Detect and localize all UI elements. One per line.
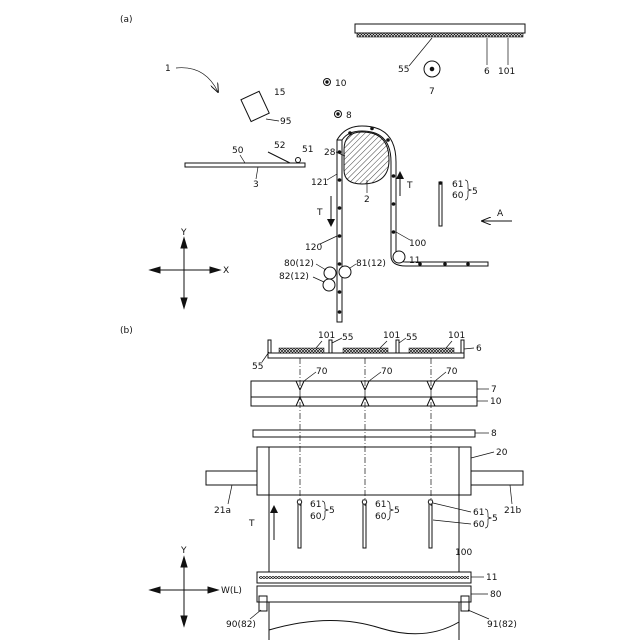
mesh-101-b3 bbox=[409, 348, 454, 353]
label-52: 52 bbox=[274, 141, 285, 151]
label-15: 15 bbox=[274, 88, 285, 98]
label-55-b3: 55 bbox=[406, 333, 417, 343]
panel-b: (b) 101 101 101 55 55 55 6 70 70 bbox=[120, 326, 523, 640]
label-95: 95 bbox=[280, 117, 291, 127]
shaft-21a bbox=[206, 471, 257, 485]
label-6-b: 6 bbox=[476, 344, 482, 354]
label-3: 3 bbox=[253, 180, 259, 190]
roller-end-91 bbox=[461, 596, 469, 611]
arrow-1 bbox=[176, 68, 218, 92]
roller-80-b bbox=[257, 586, 471, 602]
label-6-a: 6 bbox=[484, 67, 490, 77]
label-120: 120 bbox=[305, 243, 322, 253]
mesh-101-a bbox=[357, 33, 523, 37]
label-Y-b: Y bbox=[180, 546, 187, 556]
label-21b: 21b bbox=[504, 506, 521, 516]
label-20: 20 bbox=[496, 448, 508, 458]
label-T-b: T bbox=[248, 519, 255, 529]
roller-7-b bbox=[251, 381, 477, 397]
nozzle-60-b3 bbox=[429, 500, 432, 548]
shaft-21b bbox=[471, 471, 523, 485]
label-91-82: 91(82) bbox=[487, 620, 517, 630]
mesh-101-b2 bbox=[343, 348, 388, 353]
roller-81 bbox=[339, 266, 351, 278]
label-8-b: 8 bbox=[491, 429, 497, 439]
label-55-a: 55 bbox=[398, 65, 409, 75]
label-80-b: 80 bbox=[490, 590, 502, 600]
label-11-b: 11 bbox=[486, 573, 497, 583]
label-X-a: X bbox=[223, 266, 229, 276]
label-100: 100 bbox=[409, 239, 426, 249]
label-61-b3: 61 bbox=[473, 508, 484, 518]
label-70-3: 70 bbox=[446, 367, 458, 377]
label-5-b1: 5 bbox=[329, 506, 335, 516]
drum-20 bbox=[257, 447, 471, 495]
label-5-a: 5 bbox=[472, 187, 478, 197]
label-10-b: 10 bbox=[490, 397, 502, 407]
label-101-b2: 101 bbox=[383, 331, 400, 341]
pin-51 bbox=[296, 158, 301, 163]
nozzle-60-b1 bbox=[298, 500, 301, 548]
plate-8-b bbox=[253, 430, 475, 437]
label-70-2: 70 bbox=[381, 367, 393, 377]
label-121: 121 bbox=[311, 178, 328, 188]
roller-11 bbox=[393, 251, 405, 263]
plate-6 bbox=[355, 24, 525, 33]
label-8: 8 bbox=[346, 111, 352, 121]
label-7-a: 7 bbox=[429, 87, 435, 97]
label-82-12: 82(12) bbox=[279, 272, 309, 282]
label-61-a: 61 bbox=[452, 180, 463, 190]
label-61-b1: 61 bbox=[310, 500, 321, 510]
label-T-down: T bbox=[316, 208, 323, 218]
label-60-b3: 60 bbox=[473, 520, 485, 530]
panel-a-label: (a) bbox=[120, 15, 133, 25]
label-80-12: 80(12) bbox=[284, 259, 314, 269]
label-T-up: T bbox=[406, 181, 413, 191]
label-11-a: 11 bbox=[409, 256, 420, 266]
label-2: 2 bbox=[364, 195, 370, 205]
label-100-b: 100 bbox=[455, 548, 472, 558]
roller-end-90 bbox=[259, 596, 267, 611]
plate-50 bbox=[185, 163, 305, 167]
label-101-b1: 101 bbox=[318, 331, 335, 341]
label-70-1: 70 bbox=[316, 367, 328, 377]
label-101-a: 101 bbox=[498, 67, 515, 77]
label-81-12: 81(12) bbox=[356, 259, 386, 269]
label-5-b2: 5 bbox=[394, 506, 400, 516]
nozzle-60-a bbox=[439, 182, 442, 226]
label-101-b3: 101 bbox=[448, 331, 465, 341]
label-55-b1: 55 bbox=[252, 362, 263, 372]
label-55-b2: 55 bbox=[342, 333, 353, 343]
label-60-b2: 60 bbox=[375, 512, 387, 522]
panel-b-label: (b) bbox=[120, 326, 133, 336]
label-10: 10 bbox=[335, 79, 347, 89]
plate-6-b bbox=[268, 353, 464, 358]
label-60-a: 60 bbox=[452, 191, 464, 201]
label-61-b2: 61 bbox=[375, 500, 386, 510]
label-Y-a: Y bbox=[180, 228, 187, 238]
label-90-82: 90(82) bbox=[226, 620, 256, 630]
label-W-L: W(L) bbox=[221, 586, 242, 596]
label-1: 1 bbox=[165, 64, 171, 74]
device-15 bbox=[241, 91, 269, 121]
mesh-101-b1 bbox=[279, 348, 324, 353]
nozzle-60-b2 bbox=[363, 500, 366, 548]
label-50: 50 bbox=[232, 146, 244, 156]
label-5-b3: 5 bbox=[492, 514, 498, 524]
label-51: 51 bbox=[302, 145, 313, 155]
roller-82 bbox=[323, 279, 335, 291]
panel-a: (a) 1 15 95 10 8 55 6 101 7 50 bbox=[120, 15, 525, 322]
label-28: 28 bbox=[324, 148, 336, 158]
label-21a: 21a bbox=[214, 506, 231, 516]
lever-52 bbox=[268, 152, 290, 163]
label-A: A bbox=[497, 209, 504, 219]
roller-80 bbox=[324, 267, 336, 279]
label-7-b: 7 bbox=[491, 385, 497, 395]
label-60-b1: 60 bbox=[310, 512, 322, 522]
drum-2 bbox=[344, 132, 389, 184]
